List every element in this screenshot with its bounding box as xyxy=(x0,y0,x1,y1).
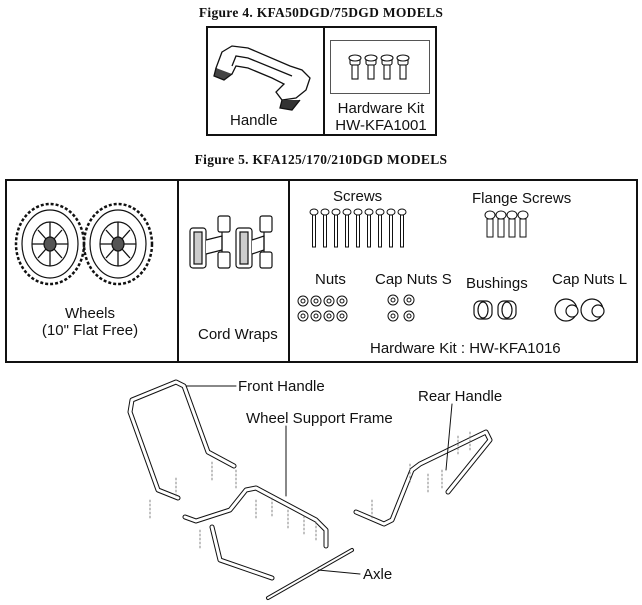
rear-handle-part xyxy=(353,429,493,527)
flange-screws-label: Flange Screws xyxy=(472,190,572,207)
axle-part xyxy=(266,548,354,600)
wheel-support-frame-part xyxy=(183,486,328,580)
nuts-label: Nuts xyxy=(315,271,346,288)
front-handle-part xyxy=(127,379,237,501)
front-handle-part xyxy=(128,380,236,500)
wheel-support-frame-part xyxy=(182,485,329,581)
figure4-divider xyxy=(323,28,325,134)
hardware-kit-hw-kfa1016-label: Hardware Kit : HW-KFA1016 xyxy=(370,340,561,357)
figure4-title: Figure 4. KFA50DGD/75DGD MODELS xyxy=(198,5,444,20)
wheels-label-line2: (10" Flat Free) xyxy=(41,322,139,339)
figure5-divider-1 xyxy=(177,181,179,361)
axle-label: Axle xyxy=(363,566,393,583)
wheel-support-frame-label: Wheel Support Frame xyxy=(246,410,393,427)
cap-nuts-s-label: Cap Nuts S xyxy=(375,271,452,288)
cap-nuts-l-label: Cap Nuts L xyxy=(552,271,628,288)
cord-wraps-label: Cord Wraps xyxy=(198,326,278,343)
figure5-title: Figure 5. KFA125/170/210DGD MODELS xyxy=(194,152,448,167)
rear-handle-label: Rear Handle xyxy=(418,388,503,405)
wheels-label: Wheels (10" Flat Free) xyxy=(20,305,160,339)
screws-label: Screws xyxy=(333,188,383,205)
hardware-kit-label: Hardware Kit HW-KFA1001 xyxy=(328,100,434,134)
front-handle-label: Front Handle xyxy=(238,378,325,395)
handle-label: Handle xyxy=(230,112,278,129)
figure4-parts-box xyxy=(206,26,437,136)
wheels-label-line1: Wheels xyxy=(64,305,116,322)
rear-handle-part xyxy=(354,430,492,526)
hardware-kit-inner-frame xyxy=(330,40,430,94)
hardware-kit-label-line2: HW-KFA1001 xyxy=(335,117,427,134)
figure5-divider-2 xyxy=(288,181,290,361)
figure5-parts-box xyxy=(5,179,638,363)
bushings-label: Bushings xyxy=(466,275,528,292)
hardware-kit-label-line1: Hardware Kit xyxy=(337,100,425,117)
